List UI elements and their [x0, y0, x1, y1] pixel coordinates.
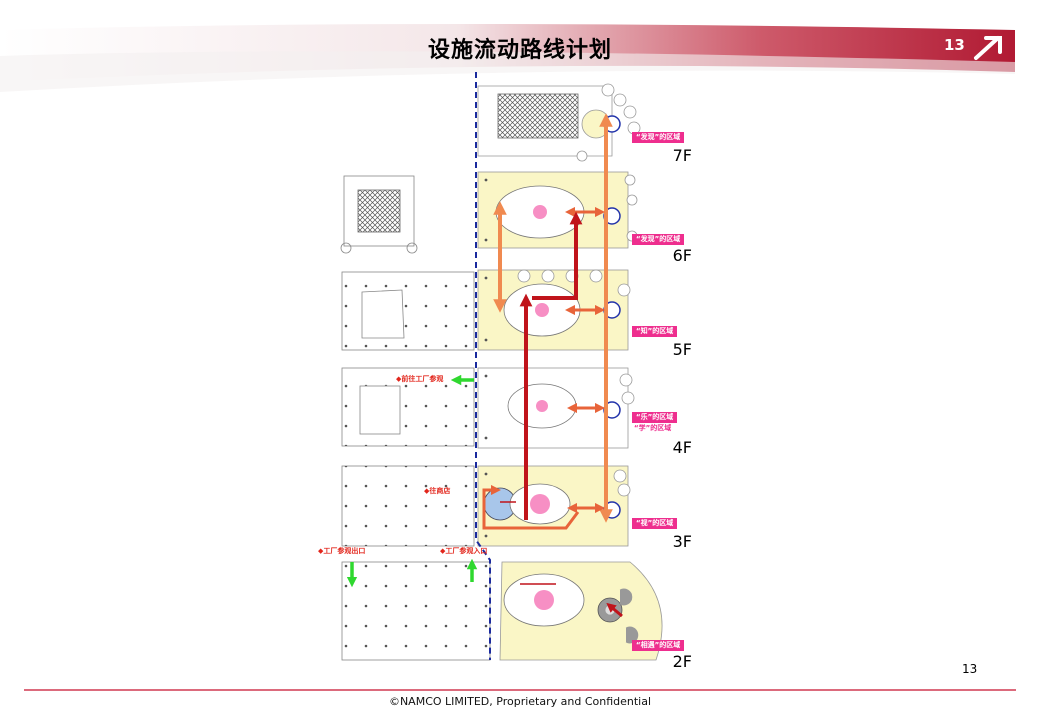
- zone-tag-2f: “相遇”的区域: [632, 640, 685, 651]
- callout-factory-entrance: ◆工厂参观入口: [440, 547, 488, 555]
- footer-text: ©NAMCO LIMITED, Proprietary and Confiden…: [388, 695, 652, 708]
- floor-label-2f: 2F: [672, 652, 692, 671]
- zone-tag-3f: “视”的区域: [632, 518, 678, 529]
- page-title: 设施流动路线计划: [427, 38, 612, 63]
- floor-label-6f: 6F: [672, 246, 692, 265]
- page-number: 13: [962, 662, 978, 676]
- callout-factory-exit: ◆工厂参观出口: [318, 547, 366, 555]
- floor-label-4f: 4F: [672, 438, 692, 457]
- zone-tag-4f-2: “学”的区域: [634, 424, 672, 432]
- boundary-divider: [475, 72, 491, 660]
- tower-floors: [477, 83, 663, 661]
- floor-label-5f: 5F: [672, 340, 692, 359]
- zone-tag-6f: “发现”的区域: [632, 234, 685, 245]
- floor-label-7f: 7F: [672, 146, 692, 165]
- zone-tag-4f: “乐”的区域: [632, 412, 678, 423]
- left-annex: [340, 175, 491, 661]
- zone-tag-7f: “发现”的区域: [632, 132, 685, 143]
- route-2f-entry-red: [606, 602, 623, 618]
- header-band: [0, 24, 1015, 92]
- zone-tag-5f: “知”的区域: [632, 326, 678, 337]
- callout-shop: ◆往商店: [424, 487, 451, 495]
- arrow-logo-icon: [974, 36, 1002, 60]
- floor-label-3f: 3F: [672, 532, 692, 551]
- route-5f-6f-red: [532, 211, 583, 300]
- route-3f-loop: [482, 484, 580, 530]
- callout-factory-tour: ◆前往工厂参观: [396, 375, 444, 383]
- page-badge: 13: [944, 36, 965, 54]
- floor-columns: [484, 178, 488, 538]
